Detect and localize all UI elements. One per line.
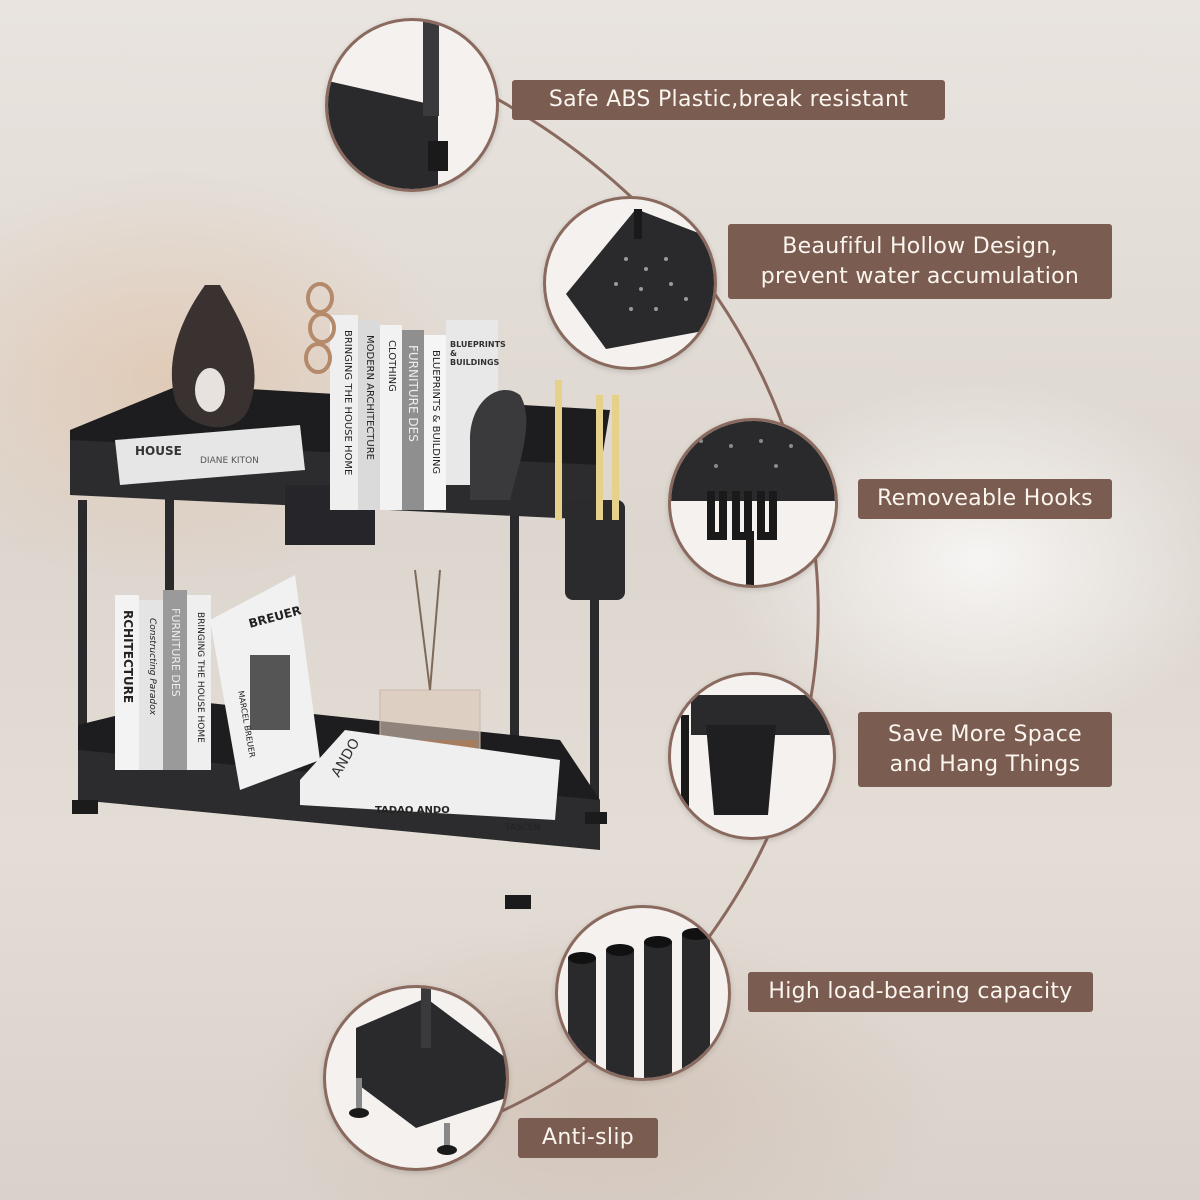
detail-circle-hollow: [543, 196, 717, 370]
book-house-title: HOUSE: [135, 444, 182, 458]
book-spine: [380, 325, 402, 510]
rack-leg: [78, 500, 87, 800]
book-spine-label: MODERN ARCHITECTURE: [364, 335, 375, 460]
detail-circle-cup: [668, 672, 836, 840]
pencil: [596, 395, 603, 520]
vase-hole: [195, 368, 225, 412]
cup-holder: [565, 500, 625, 600]
pencil: [612, 395, 619, 520]
vase: [171, 285, 255, 428]
connector-curve: [419, 58, 820, 1132]
hand-sculpture: [470, 390, 527, 500]
book-spine: [424, 335, 446, 510]
book-spine-label: FURNITURE DES: [169, 608, 182, 697]
book-house-author: DIANE KITON: [200, 456, 259, 466]
book-ando: [300, 730, 560, 820]
label-anti-slip: Anti-slip: [518, 1118, 658, 1158]
pencil: [555, 380, 562, 520]
book-spine: [115, 595, 139, 770]
book-spine-label: Constructing Paradox: [147, 618, 157, 716]
ring-sculpture: [306, 282, 334, 314]
label-removeable-hooks: Removeable Hooks: [858, 479, 1112, 519]
book-spine-label: BRINGING THE HOUSE HOME: [195, 612, 205, 743]
book-spine: [187, 595, 211, 770]
detail-circle-tubes: [555, 905, 731, 1081]
book-spine: [402, 330, 424, 510]
foot: [505, 895, 531, 909]
book-spine: [358, 320, 380, 510]
rack-leg: [510, 470, 519, 830]
foot: [585, 812, 607, 824]
book-spine-label: FURNITURE DES: [406, 345, 420, 442]
book-spine-label: BRINGING THE HOUSE HOME: [342, 330, 353, 476]
detail-circle-abs: [325, 18, 499, 192]
book-spine: [163, 590, 187, 770]
book-cover-title: BLUEPRINTS & BUILDINGS: [450, 340, 506, 367]
label-load-bearing: High load-bearing capacity: [748, 972, 1093, 1012]
label-hollow-design: Beaufiful Hollow Design, prevent water a…: [728, 224, 1112, 299]
rack-leg: [590, 520, 599, 820]
detail-circle-anti-slip: [323, 985, 509, 1171]
label-save-space: Save More Space and Hang Things: [858, 712, 1112, 787]
book-spine-label: CLOTHING: [386, 340, 397, 392]
label-abs-plastic: Safe ABS Plastic,break resistant: [512, 80, 945, 120]
book-flat-subtitle: TADAO ANDO: [375, 805, 450, 816]
book-spine-label: BLUEPRINTS & BUILDING: [430, 350, 441, 475]
book-breuer-photo: [250, 655, 290, 730]
book-flat-publisher: TASCEN: [505, 823, 541, 833]
book-spine-label: RCHITECTURE: [121, 610, 135, 704]
detail-circle-hooks: [668, 418, 838, 588]
book-spine: [139, 600, 163, 770]
book-house: [115, 425, 305, 485]
foot: [72, 800, 98, 814]
book-spine: [330, 315, 358, 510]
